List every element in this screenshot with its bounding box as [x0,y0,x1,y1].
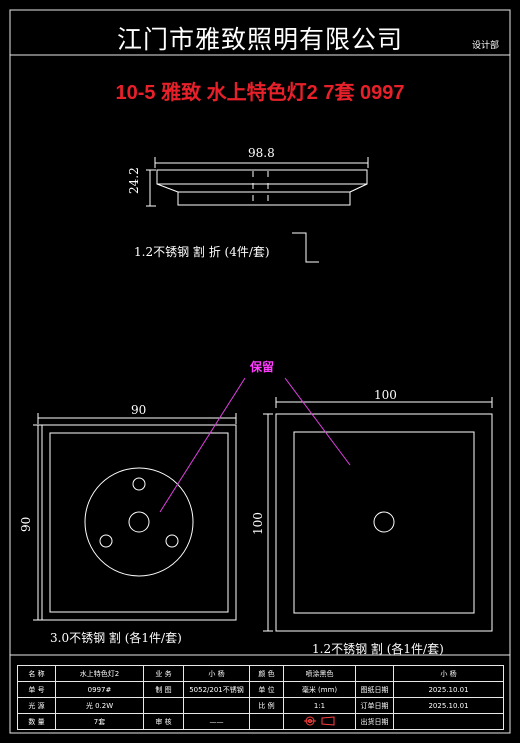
cell-unit-label: 单 位 [249,681,284,698]
cell-order-date-label: 订单日期 [355,697,394,714]
left-plate-bolt-hole-1 [132,477,146,491]
left-plate-bolt-hole-3 [165,534,179,548]
right-material-label: 1.2不锈钢 割 (各1件/套) [312,642,444,656]
cell-order-value: 0997# [55,681,144,698]
profile-outline [156,169,368,206]
right-width-dim: 100 [374,388,397,402]
side-height-dim: 24.2 [127,167,141,194]
leader-line-left [159,377,246,513]
cell-drafter-label: 制 图 [143,681,184,698]
cell-qty-value: 7套 [55,713,144,730]
title-block-row: 单 号 0997# 制 图 5052/201不锈钢 单 位 毫米 (mm) 图纸… [17,681,505,698]
company-name: 江门市雅致照明有限公司 [116,25,403,54]
cell-sales-value: 小 杨 [183,665,250,682]
right-plate-view [263,397,493,632]
cell-scale-label: 比 例 [249,697,284,714]
drawing-frame [9,9,511,734]
cell-name-label: 名 称 [17,665,56,682]
fold-section-icon [292,232,319,263]
cell-material-value: 5052/201不锈钢 [183,681,250,698]
cell-empty [183,697,250,714]
cell-qty-label: 数 量 [17,713,56,730]
cell-light-label: 光 源 [17,697,56,714]
cell-ship-date-value [392,713,505,730]
cell-name-value: 水上特色灯2 [55,665,144,682]
cell-projection-symbol [283,713,356,730]
cell-order-label: 单 号 [17,681,56,698]
right-plate-outer [275,413,493,632]
cell-color-label: 颜 色 [249,665,284,682]
cell-unit-value: 毫米 (mm) [283,681,356,698]
side-profile-view [146,157,369,263]
cell-sales-label: 业 务 [143,665,184,682]
drawing-title: 10-5 雅致 水上特色灯2 7套 0997 [115,82,405,104]
left-plate-inner [49,432,229,613]
cell-light-value: 光 0.2W [55,697,144,714]
cell-empty [143,697,184,714]
cell-review-value: —— [183,713,250,730]
cell-ship-date-label: 出货日期 [355,713,394,730]
side-material-label: 1.2不锈钢 割 折 (4件/套) [134,245,270,259]
left-plate-view [33,413,237,621]
title-block-row: 光 源 光 0.2W 比 例 1:1 订单日期 2025.10.01 [17,697,505,714]
keep-annotation-leaders [159,377,351,513]
title-block: 名 称 水上特色灯2 业 务 小 杨 颜 色 喷涂黑色 小 杨 单 号 0997… [17,665,505,730]
left-height-dim: 90 [19,516,33,532]
department-label: 设计部 [472,41,500,51]
right-plate-inner [293,431,475,614]
left-plate-ring [84,467,194,577]
cell-review-label: 审 核 [143,713,184,730]
cell-empty [355,665,394,682]
left-plate-center-hole [128,511,150,533]
right-height-dim: 100 [251,512,265,535]
left-plate-outer [41,424,237,621]
cell-empty [249,713,284,730]
left-plate-bolt-hole-2 [99,534,113,548]
title-block-row: 数 量 7套 审 核 —— 出货日期 [17,713,505,730]
cell-color-value: 喷涂黑色 [283,665,356,682]
right-plate-center-hole [373,511,395,533]
cell-drawing-date-label: 图纸日期 [355,681,394,698]
title-block-row: 名 称 水上特色灯2 业 务 小 杨 颜 色 喷涂黑色 小 杨 [17,665,505,682]
cell-drawing-date-value: 2025.10.01 [392,681,505,698]
left-width-dim: 90 [131,403,147,417]
cell-scale-value: 1:1 [283,697,356,714]
cell-order-date-value: 2025.10.01 [392,697,505,714]
leader-line-right [284,377,351,466]
projection-symbol-icon [303,715,334,726]
cell-designer-value: 小 杨 [392,665,505,682]
side-width-dim: 98.8 [248,146,275,160]
left-material-label: 3.0不锈钢 割 (各1件/套) [50,631,182,645]
keep-annotation: 保留 [250,360,275,374]
